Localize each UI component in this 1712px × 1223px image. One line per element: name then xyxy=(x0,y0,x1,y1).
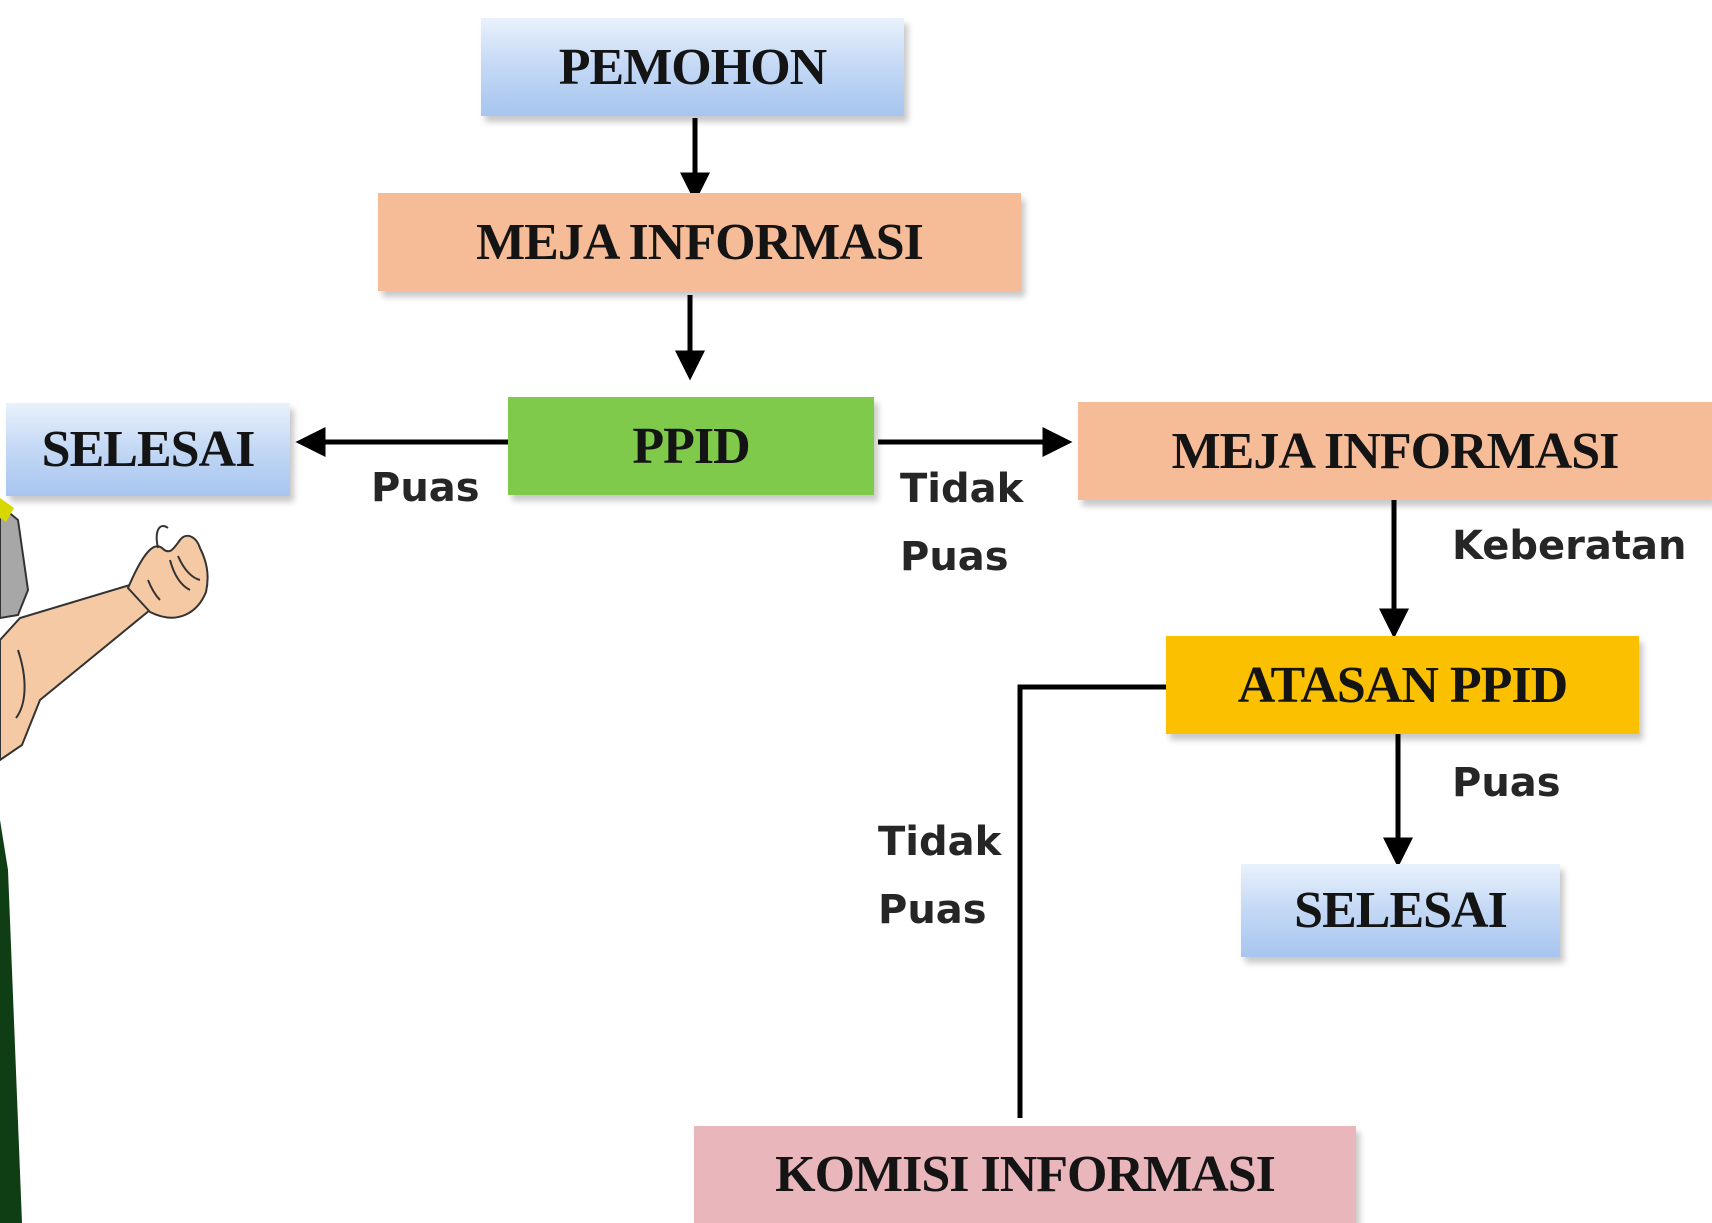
node-selesai-right: SELESAI xyxy=(1241,864,1560,957)
node-selesai-left: SELESAI xyxy=(6,403,290,496)
edge-label-keberatan: Keberatan xyxy=(1452,523,1687,569)
node-ppid: PPID xyxy=(508,397,874,495)
line-atasan-to-komisi xyxy=(1017,684,1166,1118)
node-pemohon: PEMOHON xyxy=(481,18,904,116)
edge-label-tidak: Tidak xyxy=(900,466,1024,512)
node-meja-informasi-top: MEJA INFORMASI xyxy=(378,193,1021,291)
edge-label-tidak-puas-right: Tidak Puas xyxy=(900,455,1023,591)
edge-label-puas-bottom: Puas xyxy=(1452,760,1561,806)
edge-label-puas-left: Puas xyxy=(371,465,480,511)
edge-label-tidak-puas-komisi: Tidak Puas xyxy=(878,808,1001,944)
node-atasan-ppid: ATASAN PPID xyxy=(1166,636,1639,734)
pointing-person-illustration xyxy=(0,498,209,1223)
node-meja-informasi-right: MEJA INFORMASI xyxy=(1078,402,1712,500)
edge-label-puas-2: Puas xyxy=(878,887,987,933)
node-komisi-informasi: KOMISI INFORMASI xyxy=(694,1126,1356,1223)
edge-label-puas: Puas xyxy=(900,534,1009,580)
edge-label-tidak-2: Tidak xyxy=(878,819,1002,865)
